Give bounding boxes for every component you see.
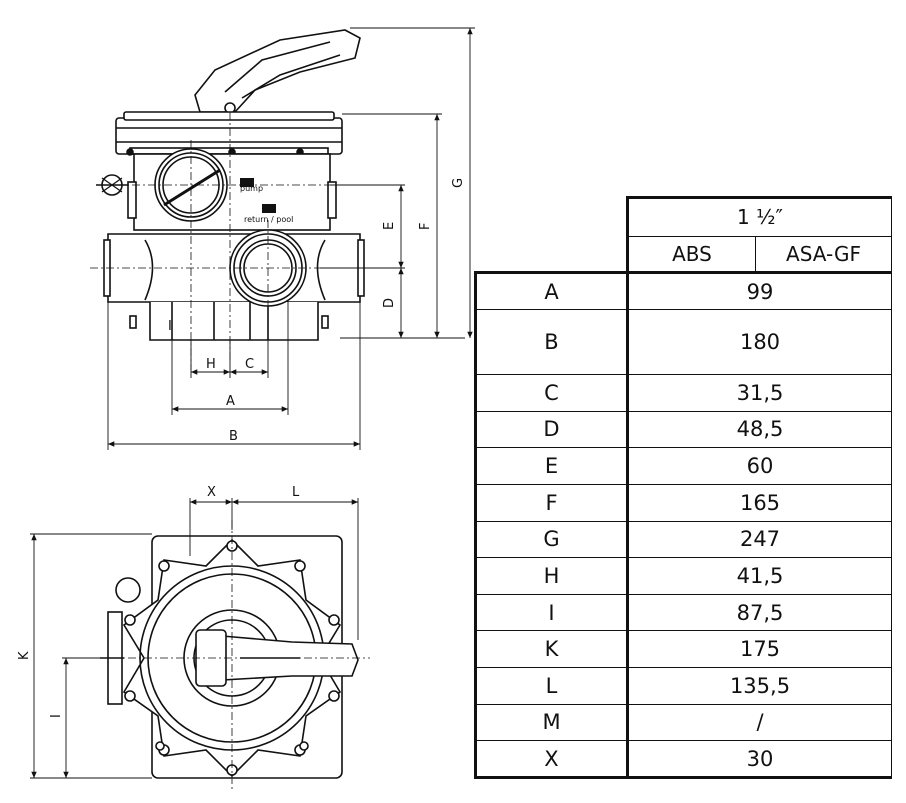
valve-top-view xyxy=(80,520,370,792)
dim-label-b: B xyxy=(229,429,238,444)
dim-label-g: G xyxy=(451,178,466,188)
pump-label: pump xyxy=(240,184,263,193)
dim-label-k: K xyxy=(17,651,32,660)
top-view-dimension-labels: X L K I xyxy=(17,485,300,718)
dimension-label: E xyxy=(474,447,629,485)
material-asa-header: ASA-GF xyxy=(755,235,892,274)
dimension-label: K xyxy=(474,630,629,669)
dimension-label: B xyxy=(474,308,629,376)
valve-lid xyxy=(115,111,343,156)
dimension-value: 180 xyxy=(627,308,892,376)
dimension-label: C xyxy=(474,374,629,412)
dimension-value: 175 xyxy=(627,630,892,669)
dimension-value: 31,5 xyxy=(627,374,892,412)
dim-label-l: L xyxy=(292,485,300,500)
dimension-label: D xyxy=(474,410,629,449)
dim-label-h: H xyxy=(206,357,216,372)
top-view-dimension-lines xyxy=(30,498,359,779)
svg-text:pump: pump xyxy=(240,184,263,193)
dimension-value: 165 xyxy=(627,483,892,522)
return-pool-label: return / pool xyxy=(244,215,293,224)
dim-label-i-top: I xyxy=(49,714,64,718)
dim-label-e: E xyxy=(382,222,397,230)
dimension-value: 48,5 xyxy=(627,410,892,449)
dimension-value: 41,5 xyxy=(627,557,892,595)
table-row: M/ xyxy=(474,703,892,742)
dimension-value: 99 xyxy=(627,271,892,310)
svg-text:return / pool: return / pool xyxy=(244,215,293,224)
dim-label-f: F xyxy=(418,223,433,230)
dimension-label: A xyxy=(474,271,629,310)
dimension-value: 30 xyxy=(627,740,892,779)
size-header: 1 ½″ xyxy=(626,196,892,237)
dimension-value: / xyxy=(627,703,892,742)
dim-label-c: C xyxy=(245,357,254,372)
material-abs-header: ABS xyxy=(626,235,756,274)
dimension-label: L xyxy=(474,667,629,705)
dim-label-d: D xyxy=(382,298,397,308)
dimension-value: 60 xyxy=(627,447,892,485)
table-material-header-row: ABS ASA-GF xyxy=(476,235,892,274)
dimension-label: I xyxy=(474,593,629,632)
dimension-label: H xyxy=(474,557,629,595)
side-view-dimension-labels: B A H C D E F G I xyxy=(168,178,466,444)
valve-body xyxy=(103,153,365,341)
dimension-label: M xyxy=(474,703,629,742)
handle-lever xyxy=(194,29,361,114)
valve-side-view xyxy=(90,29,380,370)
table-size-header-row: 1 ½″ xyxy=(476,196,892,237)
dim-label-a: A xyxy=(226,394,235,409)
dimension-label: G xyxy=(474,520,629,559)
dimension-label: X xyxy=(474,740,629,779)
dimension-value: 135,5 xyxy=(627,667,892,705)
dimension-value: 87,5 xyxy=(627,593,892,632)
dimension-value: 247 xyxy=(627,520,892,559)
dim-label-x: X xyxy=(207,485,216,500)
side-view-dimension-lines xyxy=(107,27,475,450)
dim-label-i-side: I xyxy=(168,319,172,334)
dimension-label: F xyxy=(474,483,629,522)
